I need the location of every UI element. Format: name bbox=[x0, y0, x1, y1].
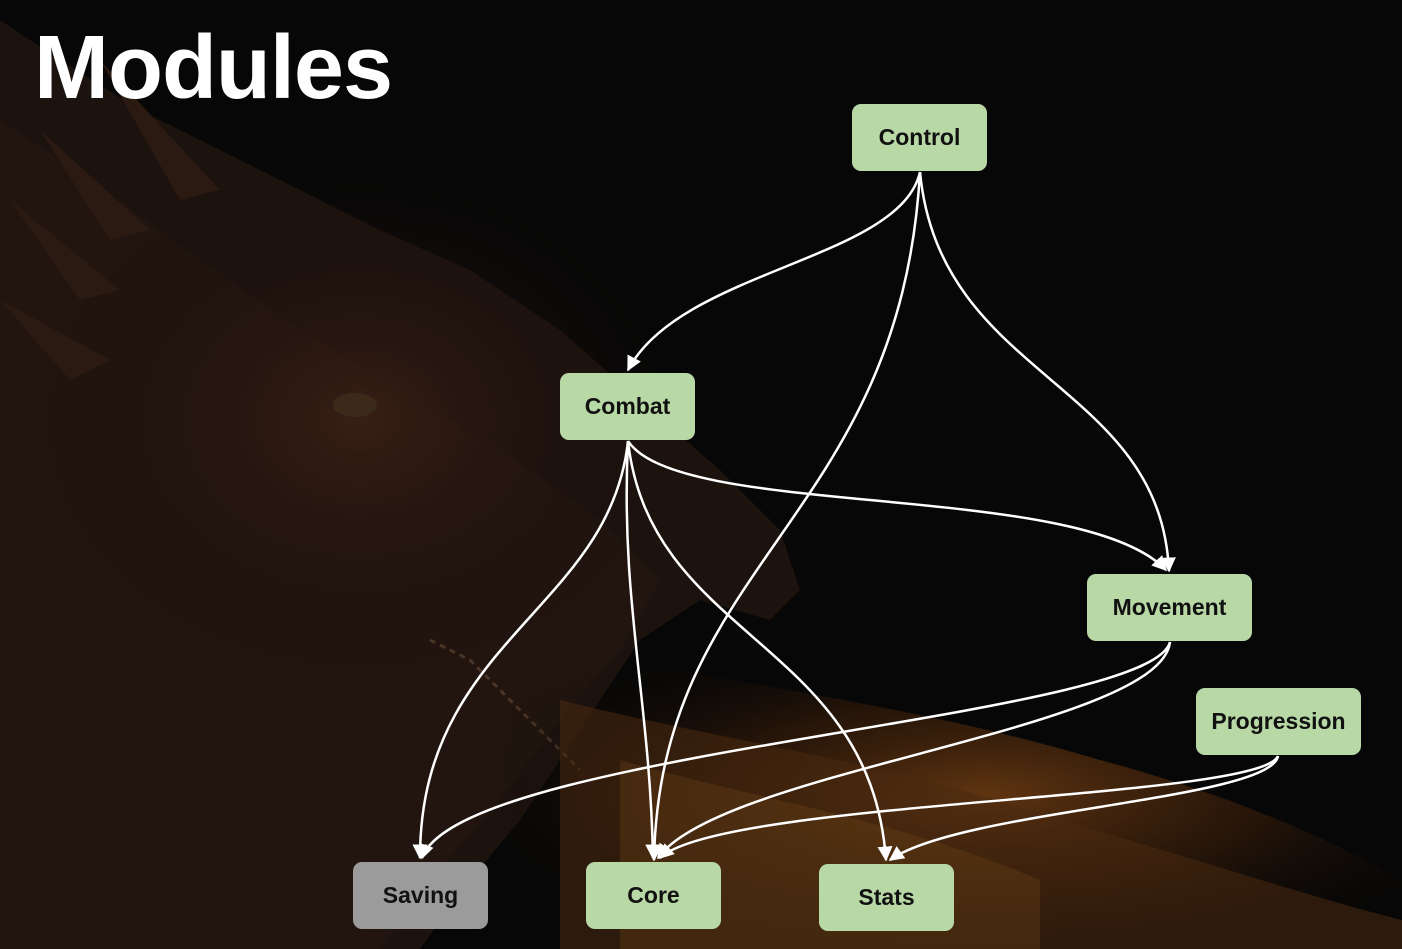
node-movement[interactable]: Movement bbox=[1087, 574, 1252, 641]
node-progression[interactable]: Progression bbox=[1196, 688, 1361, 755]
node-stats[interactable]: Stats bbox=[819, 864, 954, 931]
slide-title: Modules bbox=[34, 18, 393, 118]
edge-control-to-movement bbox=[918, 171, 1176, 573]
node-core[interactable]: Core bbox=[586, 862, 721, 929]
edge-control-to-core bbox=[646, 171, 922, 862]
edge-progression-to-core bbox=[658, 755, 1280, 860]
edge-combat-to-saving bbox=[412, 440, 630, 860]
edge-combat-to-core bbox=[625, 440, 661, 860]
node-combat[interactable]: Combat bbox=[560, 373, 695, 440]
edge-combat-to-movement bbox=[626, 440, 1168, 572]
node-control[interactable]: Control bbox=[852, 104, 987, 171]
edge-movement-to-core bbox=[656, 641, 1172, 860]
edge-control-to-combat bbox=[626, 171, 922, 372]
node-saving[interactable]: Saving bbox=[353, 862, 488, 929]
edge-progression-to-stats bbox=[888, 755, 1280, 862]
edge-combat-to-stats bbox=[626, 440, 893, 862]
edge-movement-to-saving bbox=[419, 641, 1172, 860]
